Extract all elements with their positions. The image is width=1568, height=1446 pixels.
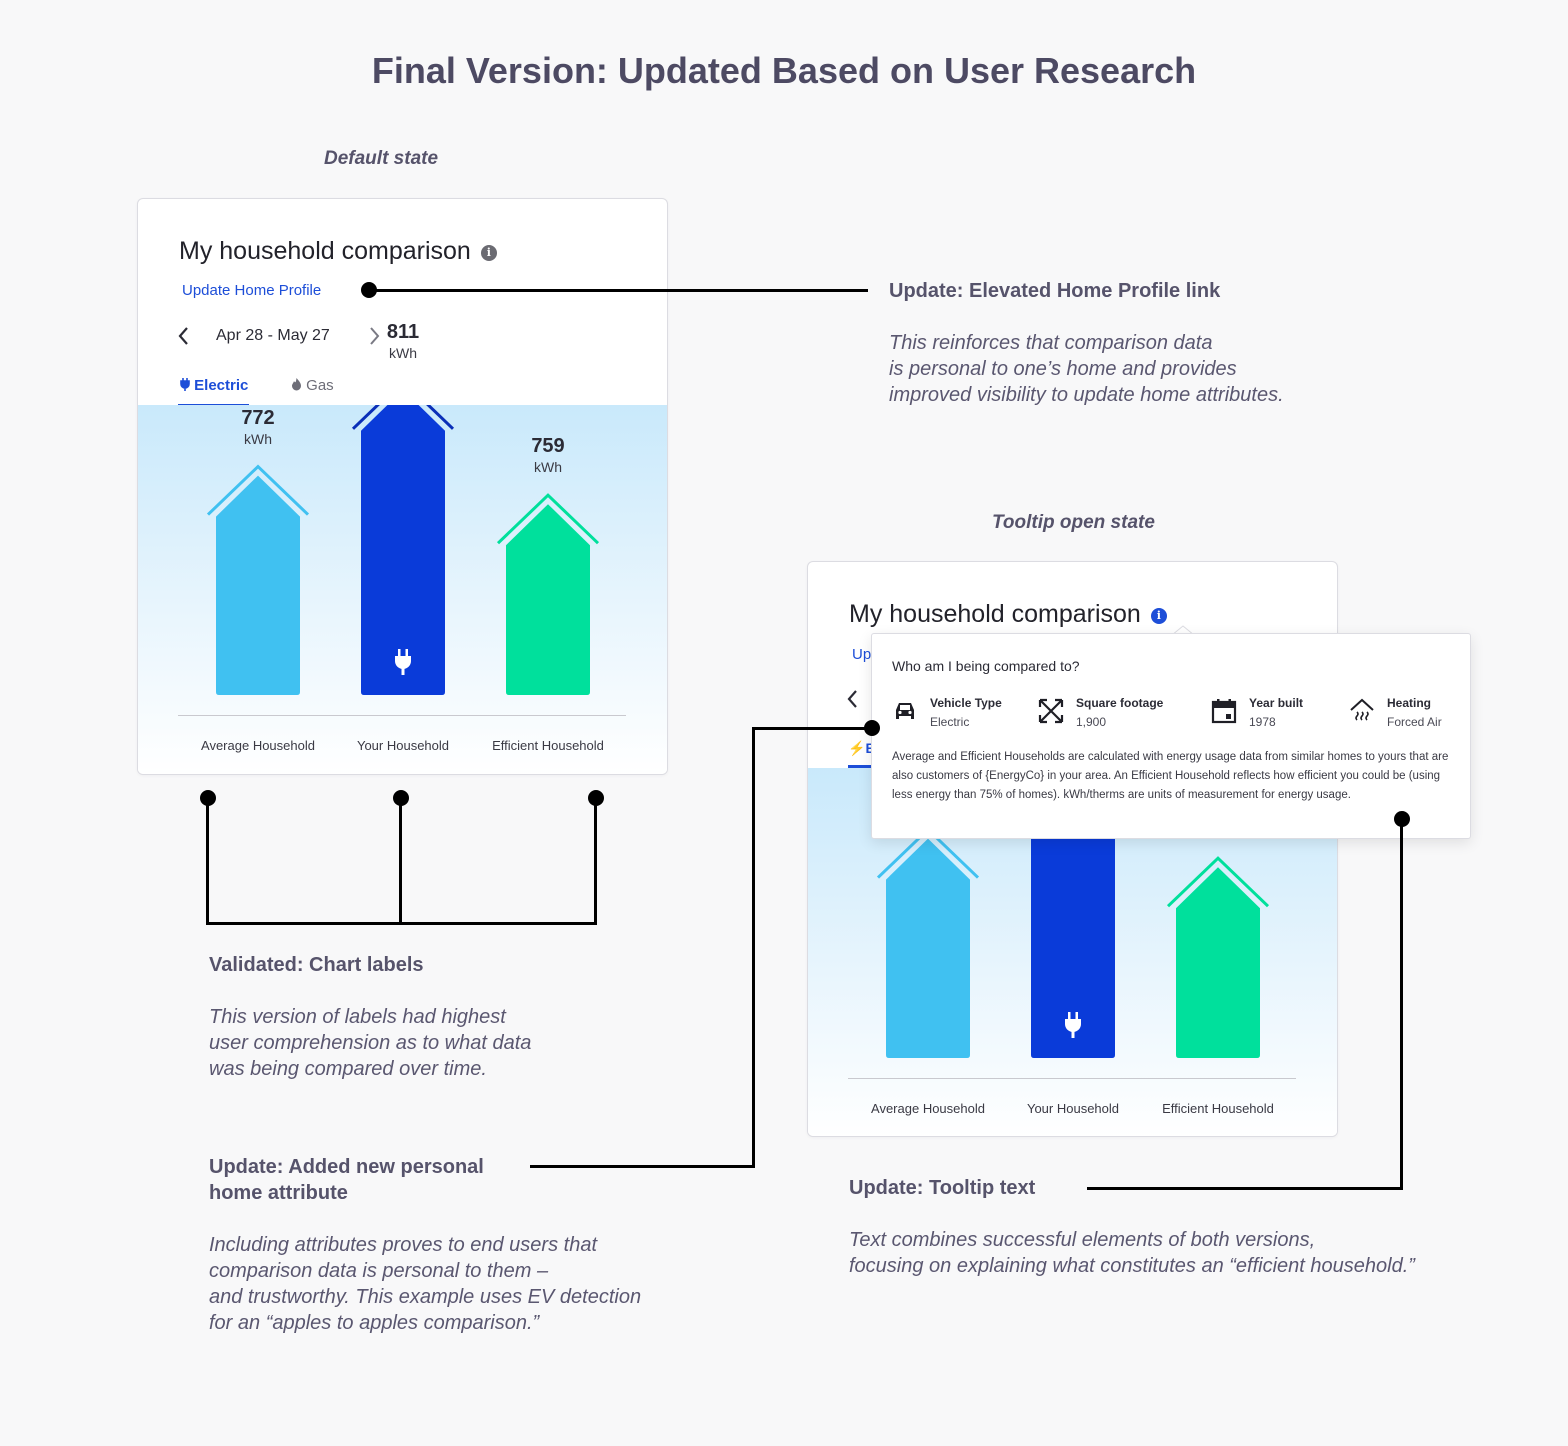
tooltip-state-label: Tooltip open state: [992, 512, 1155, 533]
comparison-tooltip: Who am I being compared to? Vehicle Type…: [871, 633, 1471, 839]
chevron-left-icon[interactable]: [846, 688, 860, 710]
category-label: Average Household: [871, 1101, 985, 1116]
active-tab-indicator: [848, 765, 878, 768]
category-label: Efficient Household: [1162, 1101, 1274, 1116]
flame-icon: [292, 378, 301, 391]
bar-average-household: [886, 838, 970, 1058]
category-label: Your Household: [1026, 1101, 1120, 1116]
bar-chart: [206, 405, 600, 695]
connector-line: [1087, 1187, 1403, 1190]
default-state-label: Default state: [324, 148, 439, 169]
annotation-tooltip-text-body: Text combines successful elements of bot…: [849, 1229, 1415, 1277]
annotation-home-profile-title: Update: Elevated Home Profile link: [889, 280, 1221, 302]
bar-unit-label: kWh: [389, 344, 417, 361]
tab-electric[interactable]: Electric: [180, 377, 248, 394]
category-label: Your Household: [356, 738, 450, 753]
tab-gas[interactable]: Gas: [291, 377, 334, 394]
tab-electric[interactable]: ⚡E: [848, 740, 878, 768]
bar-chart: [876, 768, 1270, 1058]
bar-value-label: 759: [531, 435, 565, 458]
energy-tabs: Electric Gas: [178, 375, 627, 407]
bar-efficient-household: [1176, 867, 1260, 1058]
annotation-tooltip-text-title: Update: Tooltip text: [849, 1177, 1036, 1199]
tooltip-caret: [1172, 625, 1194, 635]
annotation-chart-labels-title: Validated: Chart labels: [209, 954, 424, 976]
heating-icon: [1350, 698, 1374, 721]
car-icon: [896, 703, 914, 719]
plug-icon: [1065, 1012, 1081, 1038]
chevron-right-icon[interactable]: [368, 325, 392, 347]
bar-average-household: [216, 475, 300, 695]
date-range: Apr 28 - May 27: [216, 327, 330, 344]
annotation-home-profile-body: This reinforces that comparison data is …: [889, 332, 1284, 406]
bar-unit-label: kWh: [534, 459, 562, 476]
bar-value-label: 772: [241, 406, 275, 429]
connector-dot: [864, 720, 880, 736]
connector-line: [399, 798, 402, 925]
connector-line: [752, 727, 755, 1168]
tooltip-body: Average and Efficient Households are cal…: [892, 751, 1449, 801]
plug-icon: [180, 378, 190, 391]
calendar-icon: [1211, 699, 1237, 724]
connector-line: [1400, 819, 1403, 1190]
connector-line: [594, 798, 597, 925]
update-home-profile-link[interactable]: Update Home Profile: [182, 282, 322, 299]
bar-roof: [496, 493, 600, 545]
annotation-home-attribute-title: Update: Added new personal home attribut…: [209, 1156, 484, 1204]
connector-line: [752, 727, 872, 730]
annotation-home-attribute-body: Including attributes proves to end users…: [209, 1234, 642, 1334]
chart-baseline: [178, 715, 626, 716]
bar-value-label: 811: [386, 320, 420, 343]
info-icon-active[interactable]: i: [1150, 608, 1167, 624]
bar-efficient-household: [506, 504, 590, 695]
connector-line: [530, 1165, 755, 1168]
expand-arrows-icon: [1038, 698, 1064, 724]
category-label: Efficient Household: [492, 738, 604, 753]
connector-line: [369, 289, 868, 292]
bar-your-household: [1031, 768, 1115, 1058]
bar-roof: [1166, 856, 1270, 908]
connector-line: [206, 798, 209, 925]
chevron-left-icon[interactable]: [178, 325, 202, 347]
plug-icon: [395, 649, 411, 675]
bar-unit-label: kWh: [244, 430, 272, 447]
tooltip-question: Who am I being compared to?: [892, 658, 1080, 674]
bar-your-household: [361, 405, 445, 695]
bar-roof: [351, 405, 455, 430]
connector-line: [206, 922, 597, 925]
page-title: Final Version: Updated Based on User Res…: [371, 50, 1197, 91]
bar-roof: [206, 464, 310, 516]
category-label: Average Household: [201, 738, 315, 753]
info-icon[interactable]: i: [480, 245, 497, 261]
annotation-chart-labels-body: This version of labels had highest user …: [209, 1006, 532, 1080]
chart-baseline: [848, 1078, 1296, 1079]
update-home-profile-link[interactable]: Up: [852, 646, 872, 663]
